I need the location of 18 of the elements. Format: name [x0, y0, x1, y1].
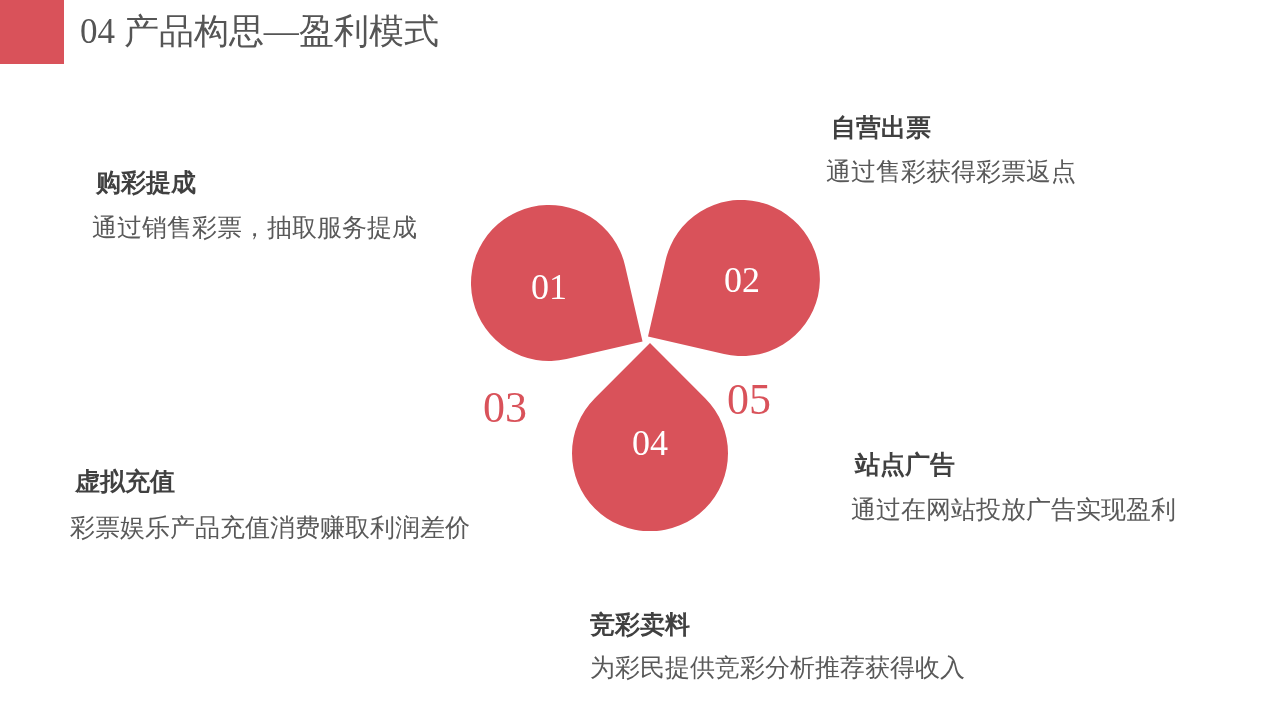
item-heading: 自营出票	[831, 113, 931, 143]
teardrop-shape	[471, 205, 643, 361]
item-description: 通过售彩获得彩票返点	[826, 157, 1076, 187]
item-heading: 站点广告	[855, 450, 955, 480]
slide-title: 04 产品构思—盈利模式	[80, 11, 439, 53]
item-description: 通过在网站投放广告实现盈利	[851, 495, 1176, 525]
teardrop-shape	[648, 200, 820, 356]
step-number: 02	[724, 260, 760, 300]
item-description: 通过销售彩票，抽取服务提成	[92, 213, 417, 243]
step-number: 01	[531, 267, 567, 307]
step-number: 05	[727, 376, 771, 424]
teardrop-shape	[572, 342, 728, 531]
step-number: 03	[483, 384, 527, 432]
item-description: 彩票娱乐产品充值消费赚取利润差价	[70, 513, 470, 543]
item-heading: 购彩提成	[96, 168, 196, 198]
item-heading: 虚拟充值	[75, 467, 175, 497]
step-number: 04	[632, 423, 668, 463]
item-description: 为彩民提供竞彩分析推荐获得收入	[590, 653, 965, 683]
